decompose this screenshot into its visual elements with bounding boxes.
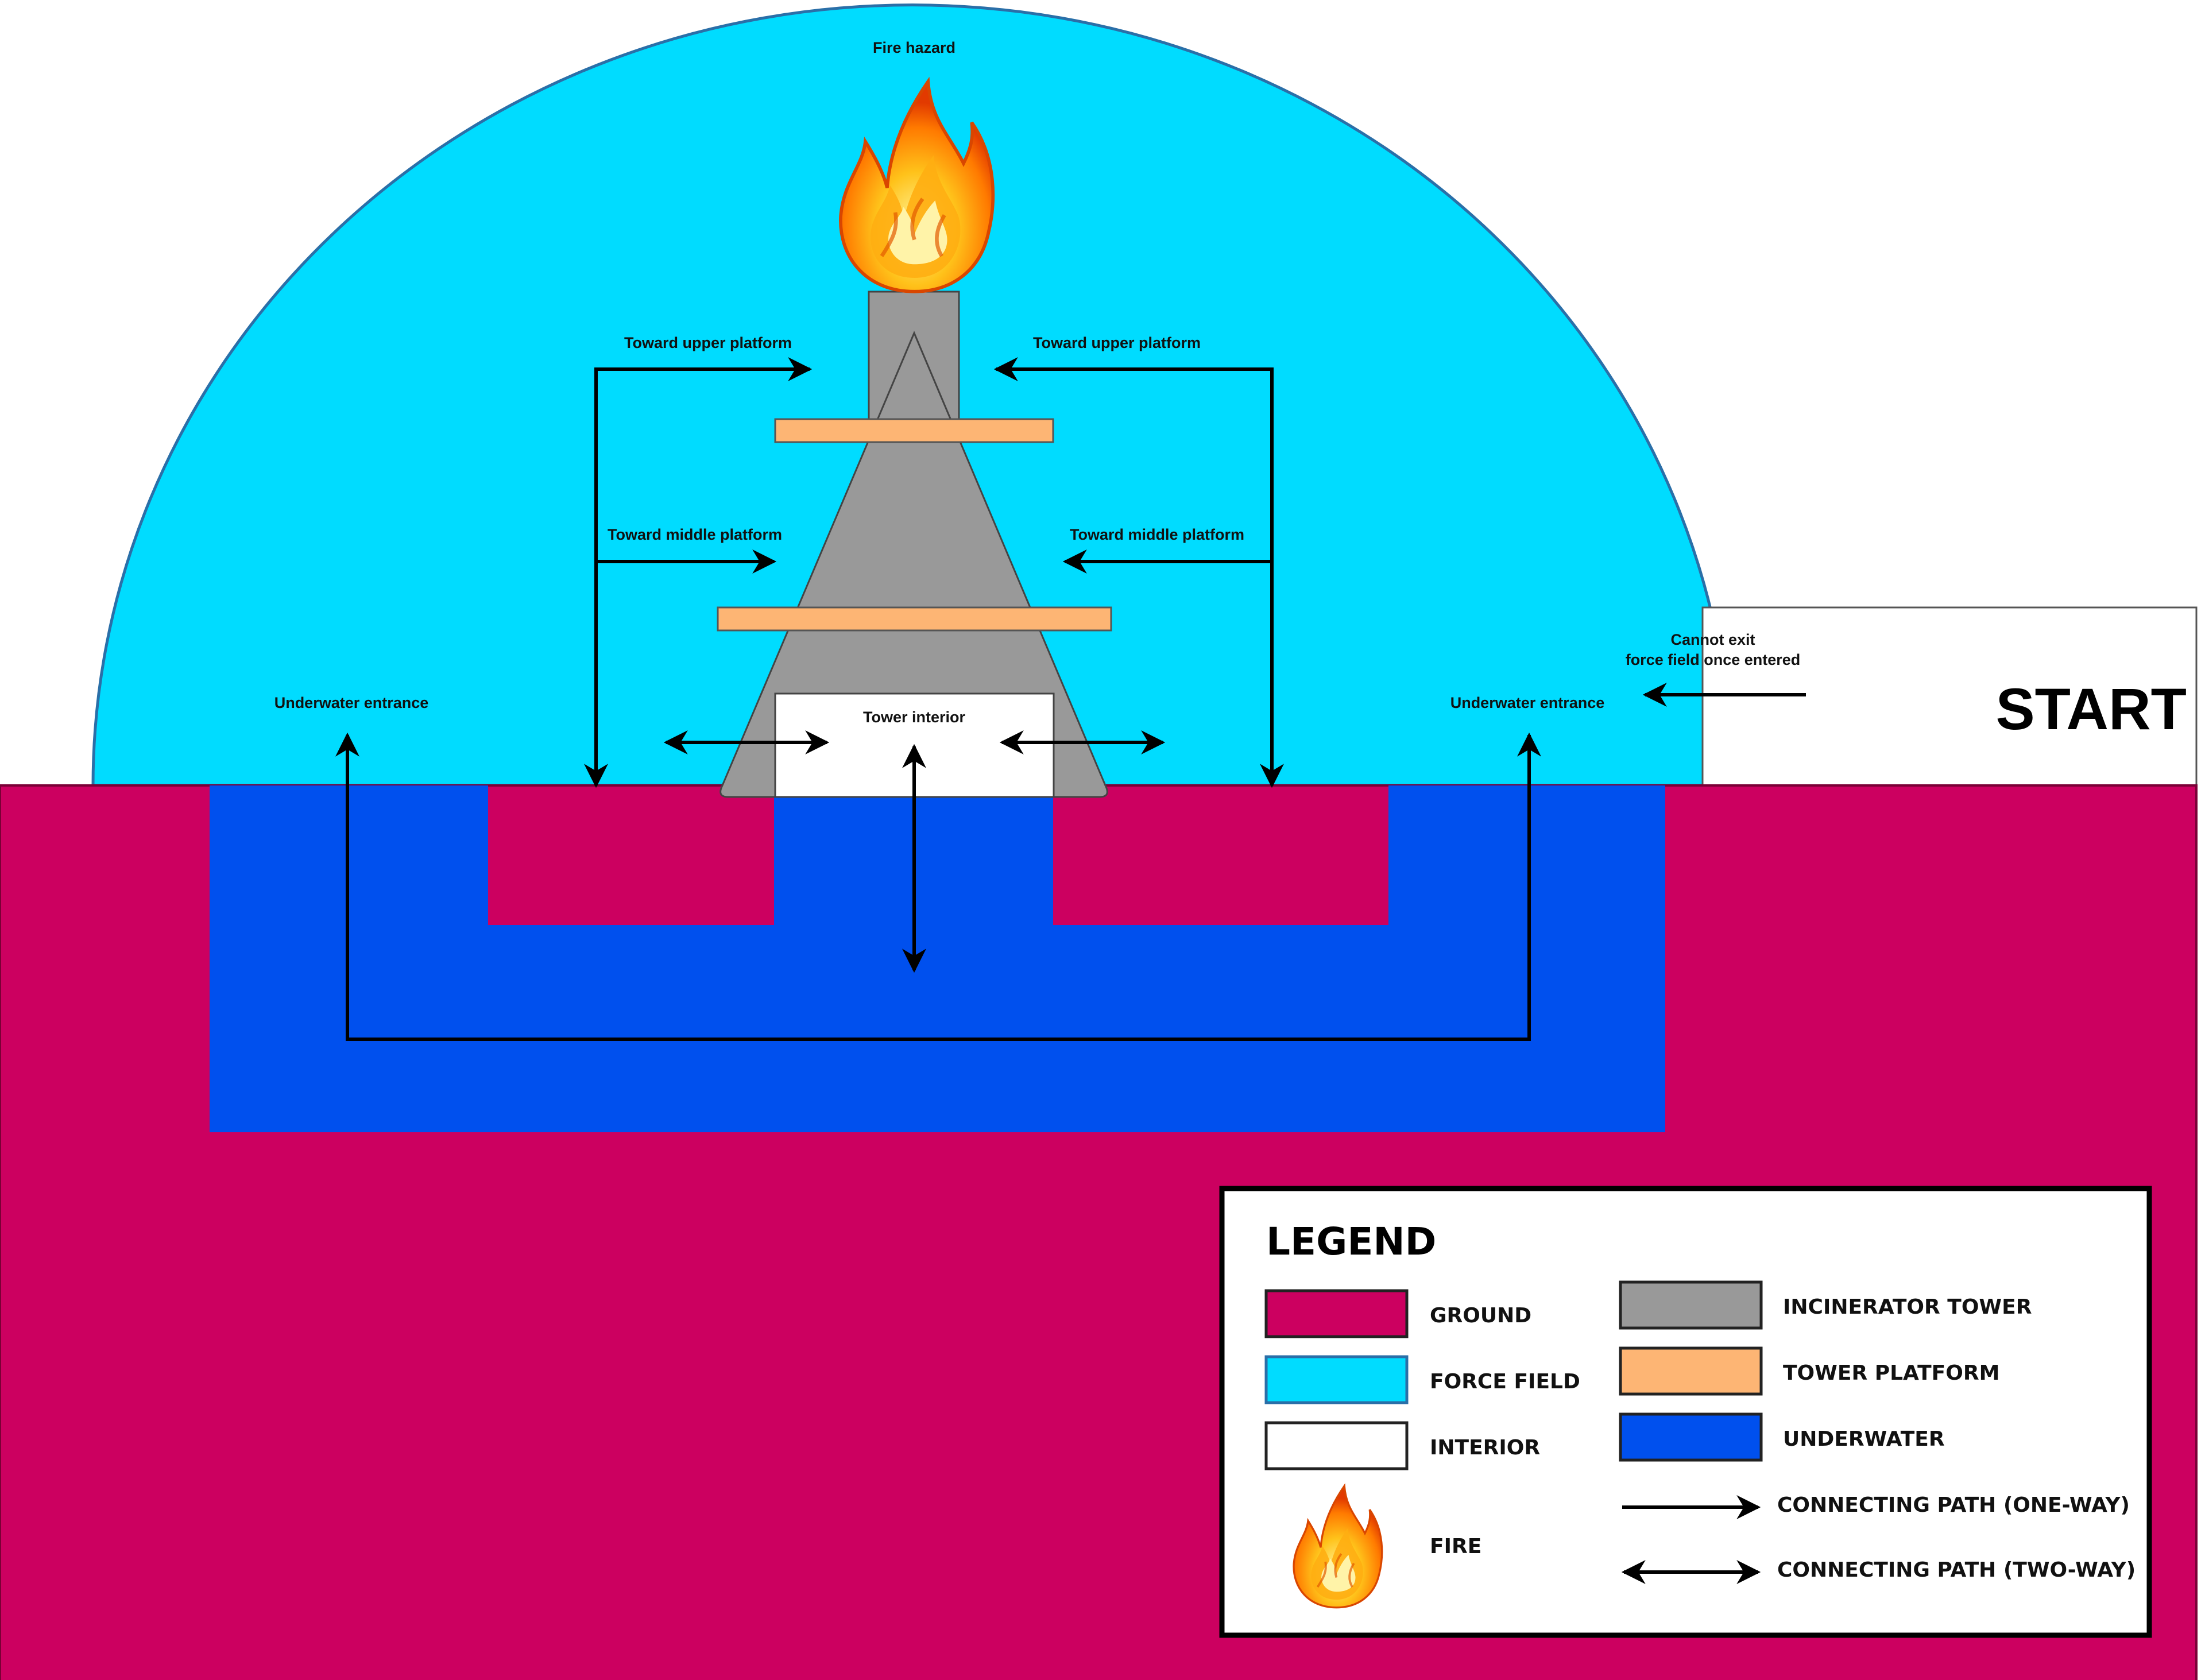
legend-swatch-tower-platform (1619, 1346, 1763, 1396)
legend-label-two-way: CONNECTING PATH (TWO-WAY) (1777, 1558, 2136, 1582)
connecting-paths (335, 357, 1806, 1041)
upper-left-label: Toward upper platform (624, 334, 792, 351)
tower-interior-label: Tower interior (863, 709, 966, 726)
legend-label-incinerator-tower: INCINERATOR TOWER (1783, 1295, 2032, 1319)
underwater-channel (210, 785, 1665, 1132)
cannot-exit-label-line1: Cannot exit (1670, 631, 1755, 648)
upper-platform (774, 418, 1054, 443)
legend-label-ground: GROUND (1430, 1304, 1531, 1327)
fire-hazard-label: Fire hazard (873, 39, 956, 56)
underwater-right-label: Underwater entrance (1450, 694, 1605, 711)
cannot-exit-label-line2: force field once entered (1626, 651, 1801, 668)
legend: LEGEND GROUND FORCE FIELD INTERIOR FIRE … (1219, 1186, 2152, 1638)
legend-swatch-interior (1264, 1421, 1409, 1470)
path-right-upper (993, 357, 1284, 788)
middle-platform (717, 606, 1112, 632)
legend-swatch-force-field (1264, 1355, 1409, 1404)
start-label: START (1996, 676, 2187, 742)
underwater-left-label: Underwater entrance (274, 694, 429, 711)
legend-swatch-underwater (1619, 1412, 1763, 1462)
legend-label-fire: FIRE (1430, 1535, 1481, 1558)
legend-label-interior: INTERIOR (1430, 1436, 1540, 1460)
legend-label-tower-platform: TOWER PLATFORM (1783, 1361, 1999, 1385)
path-left-upper (584, 357, 813, 788)
legend-swatch-incinerator-tower (1619, 1280, 1763, 1330)
legend-label-one-way: CONNECTING PATH (ONE-WAY) (1777, 1493, 2130, 1517)
path-underwater-loop (335, 732, 1541, 1041)
legend-title: LEGEND (1266, 1220, 1436, 1264)
middle-left-label: Toward middle platform (608, 526, 782, 543)
upper-right-label: Toward upper platform (1033, 334, 1201, 351)
middle-right-label: Toward middle platform (1070, 526, 1244, 543)
legend-label-force-field: FORCE FIELD (1430, 1370, 1580, 1393)
legend-swatch-ground (1264, 1289, 1409, 1338)
legend-label-underwater: UNDERWATER (1783, 1427, 1945, 1451)
